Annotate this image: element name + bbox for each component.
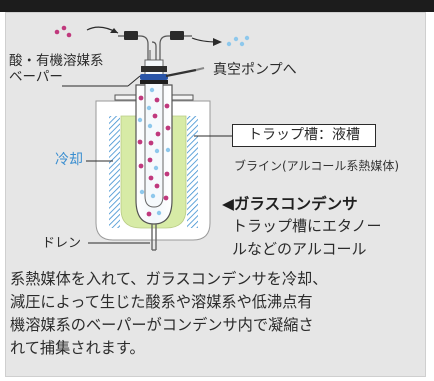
outlet-tube — [159, 35, 192, 60]
inlet-fitting — [124, 31, 138, 40]
outlet-fitting — [170, 31, 184, 40]
caption-heading: ◀ガラスコンデンサ — [222, 195, 358, 213]
caption-body-line: 減圧によって生じた酸系や溶媒系や低沸点有 — [10, 293, 313, 311]
top-dark-bar — [0, 0, 434, 12]
clamp-handle — [165, 68, 197, 78]
insulation-left — [109, 116, 120, 228]
cooling-label: 冷却 — [55, 152, 83, 168]
brine-label: ブライン(アルコール系熱媒体) — [234, 159, 400, 173]
vapor-particles — [137, 87, 171, 217]
condenser-inner-tube — [144, 59, 164, 208]
caption-side-line: ルなどのアルコール — [232, 240, 367, 258]
joint-band — [141, 66, 167, 72]
vapor-label: 酸・有機溶媒系 ベーパー — [9, 53, 129, 85]
drain-label: ドレン — [42, 236, 82, 251]
blue-clamp — [140, 74, 168, 80]
caption-body-line: 系熱媒体を入れて、ガラスコンデンサを冷却、 — [10, 270, 328, 288]
joint-band-lower — [140, 80, 168, 84]
caption-side-text: トラップ槽にエタノー ルなどのアルコール — [232, 215, 422, 261]
vapor-label-line2: ベーパー — [9, 69, 63, 85]
caption-body-line: れて捕集されます。 — [10, 339, 145, 357]
vapor-label-line1: 酸・有機溶媒系 — [9, 53, 104, 69]
caption-body-line: 機溶媒系のベーパーがコンデンサ内で凝縮さ — [10, 316, 314, 334]
inlet-tube — [118, 35, 149, 60]
trap-tank-label: トラップ槽：液槽 — [232, 124, 376, 147]
insulation-right — [187, 116, 198, 228]
caption-body-text: 系熱媒体を入れて、ガラスコンデンサを冷却、 減圧によって生じた酸系や溶媒系や低沸… — [10, 268, 428, 360]
caption-side-line: トラップ槽にエタノー — [232, 217, 382, 235]
figure-panel — [5, 12, 426, 377]
vacuum-pump-label: 真空ポンプへ — [213, 62, 297, 78]
